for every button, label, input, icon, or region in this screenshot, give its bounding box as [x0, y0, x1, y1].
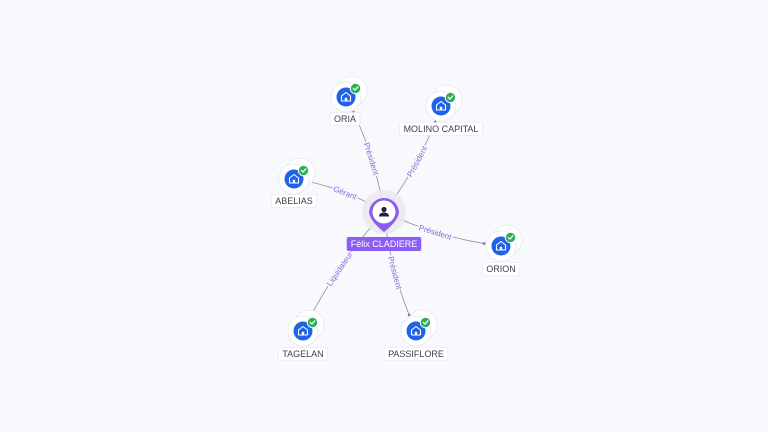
company-icon-bg	[284, 169, 304, 189]
edge-label-molino: Président	[405, 144, 429, 179]
building-icon	[495, 240, 507, 251]
edge-label-bg-orion	[416, 222, 454, 243]
company-node-tagelan[interactable]	[287, 309, 325, 347]
company-name: MOLINO CAPITAL	[404, 124, 479, 134]
company-node-orion[interactable]	[485, 224, 523, 262]
company-name: ABELIAS	[275, 196, 313, 206]
edge-label-bg-oria	[361, 140, 381, 178]
edge-label-bg-abelias	[331, 183, 359, 202]
company-label-molino[interactable]: MOLINO CAPITAL	[399, 122, 483, 136]
nodes-layer: ORIA MOLINO CAPITAL ABELIAS ORION TAGELAN PAS…	[270, 75, 523, 361]
company-name: TAGELAN	[282, 349, 323, 359]
verified-check-icon	[297, 164, 310, 177]
edge-label-tagelan: Liquidateur	[325, 250, 355, 288]
company-label-orion[interactable]: ORION	[481, 262, 521, 276]
company-label-abelias[interactable]: ABELIAS	[270, 194, 318, 208]
verified-check-icon	[419, 316, 432, 329]
verified-check-icon	[306, 316, 319, 329]
building-icon	[288, 173, 300, 184]
company-label-oria[interactable]: ORIA	[329, 112, 361, 126]
company-label-passiflore[interactable]: PASSIFLORE	[383, 347, 449, 361]
edge-arrow-orion	[482, 242, 486, 245]
person-node[interactable]	[362, 190, 406, 234]
edge-label-bg-passiflore	[385, 254, 404, 292]
company-name: PASSIFLORE	[388, 349, 444, 359]
verified-check-icon	[444, 91, 457, 104]
company-icon-bg	[293, 321, 313, 341]
company-icon-bg	[336, 87, 356, 107]
company-node-molino[interactable]	[425, 84, 463, 122]
edge-label-bg-tagelan	[324, 249, 356, 289]
edge-label-passiflore: Président	[386, 255, 404, 291]
building-icon	[435, 100, 447, 111]
company-label-tagelan[interactable]: TAGELAN	[278, 347, 328, 361]
building-icon	[410, 325, 422, 336]
person-label[interactable]: Félix CLADIERE	[346, 237, 422, 251]
edge-label-abelias: Gérant	[332, 184, 359, 202]
company-node-abelias[interactable]	[278, 157, 316, 195]
company-icon-bg	[406, 321, 426, 341]
edge-label-orion: Président	[418, 223, 454, 242]
company-node-oria[interactable]	[330, 75, 368, 113]
company-icon-bg	[491, 236, 511, 256]
verified-check-icon	[349, 82, 362, 95]
building-icon	[340, 91, 352, 102]
edge-label-bg-molino	[404, 143, 430, 180]
person-icon	[379, 206, 389, 217]
company-name: ORIA	[334, 114, 356, 124]
building-icon	[297, 325, 309, 336]
company-icon-bg	[431, 96, 451, 116]
person-name: Félix CLADIERE	[351, 239, 418, 249]
company-name: ORION	[486, 264, 516, 274]
verified-check-icon	[504, 231, 517, 244]
company-node-passiflore[interactable]	[400, 309, 438, 347]
edge-label-oria: Président	[362, 141, 381, 177]
